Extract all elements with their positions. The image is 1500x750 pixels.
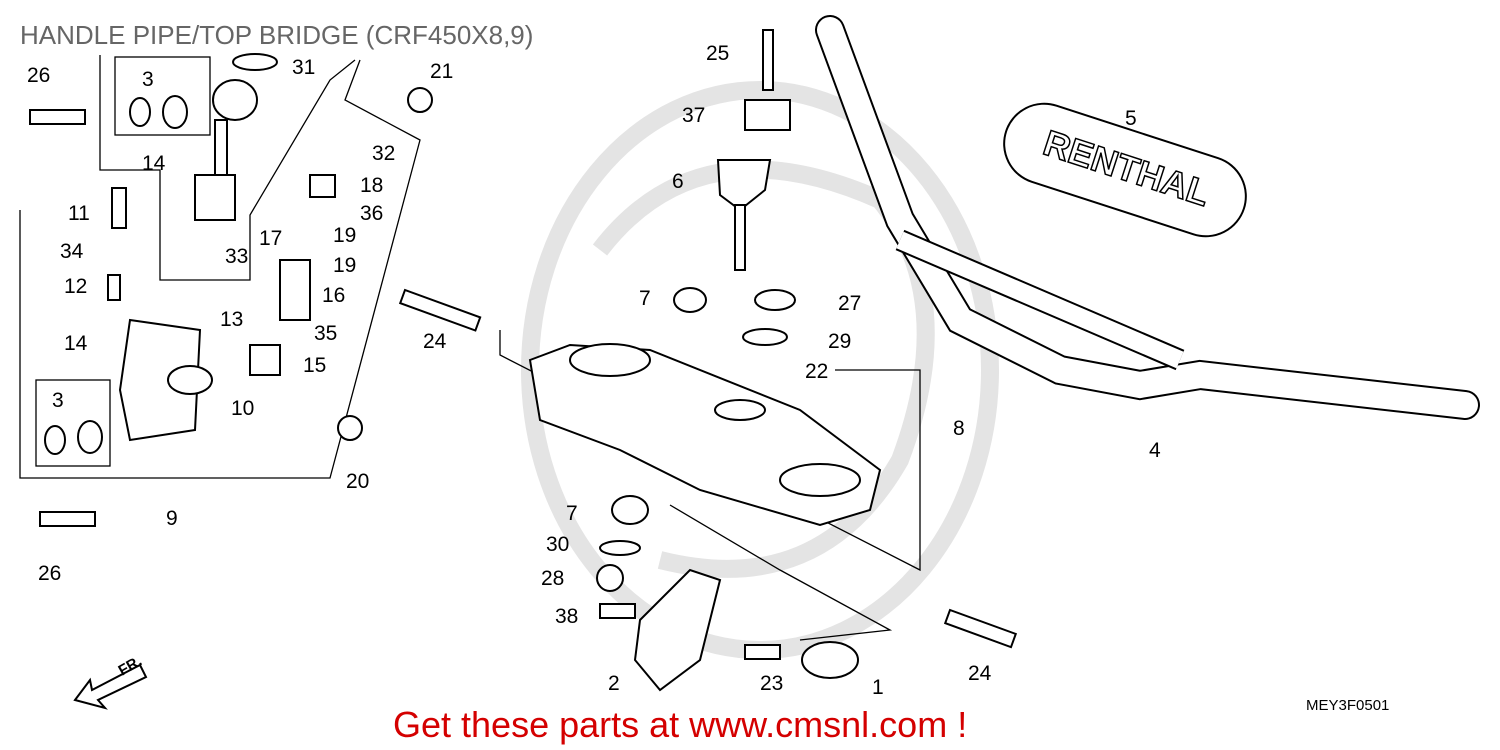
callout-24[interactable]: 24 — [968, 662, 992, 685]
callout-24[interactable]: 24 — [423, 330, 447, 353]
callout-21[interactable]: 21 — [430, 60, 453, 83]
left-side-parts[interactable] — [29, 53, 433, 527]
callout-19[interactable]: 19 — [333, 254, 356, 277]
callout-34[interactable]: 34 — [60, 240, 84, 263]
callout-3[interactable]: 3 — [142, 68, 154, 91]
group-boxes — [19, 55, 921, 641]
callout-9[interactable]: 9 — [166, 507, 178, 530]
callout-14[interactable]: 14 — [142, 152, 166, 175]
callout-19[interactable]: 19 — [333, 224, 356, 247]
callout-31[interactable]: 31 — [292, 56, 315, 79]
callout-17[interactable]: 17 — [259, 227, 282, 250]
callout-18[interactable]: 18 — [360, 174, 383, 197]
callout-35[interactable]: 35 — [314, 322, 337, 345]
callout-3[interactable]: 3 — [52, 389, 64, 412]
callout-26[interactable]: 26 — [38, 562, 61, 585]
callout-32[interactable]: 32 — [372, 142, 395, 165]
callout-28[interactable]: 28 — [541, 567, 564, 590]
handlebar-holder[interactable] — [716, 29, 791, 271]
callout-13[interactable]: 13 — [220, 308, 243, 331]
callout-5[interactable]: 5 — [1125, 107, 1137, 130]
callout-1[interactable]: 1 — [872, 676, 884, 699]
callout-30[interactable]: 30 — [546, 533, 569, 556]
diagram-code: MEY3F0501 — [1306, 697, 1390, 714]
callout-7[interactable]: 7 — [566, 502, 578, 525]
callout-15[interactable]: 15 — [303, 354, 326, 377]
callout-33[interactable]: 33 — [225, 245, 248, 268]
cmsnl-link[interactable]: Get these parts at www.cmsnl.com ! — [393, 704, 968, 745]
fr-arrow: FR. — [73, 653, 148, 710]
callout-11[interactable]: 11 — [68, 202, 90, 225]
callout-7[interactable]: 7 — [639, 287, 651, 310]
callout-20[interactable]: 20 — [346, 470, 369, 493]
callout-4[interactable]: 4 — [1149, 439, 1161, 462]
callout-27[interactable]: 27 — [838, 292, 861, 315]
handlebar[interactable] — [815, 15, 1480, 420]
callout-38[interactable]: 38 — [555, 605, 578, 628]
callout-26[interactable]: 26 — [27, 64, 50, 87]
lower-parts[interactable] — [398, 287, 1018, 692]
callout-12[interactable]: 12 — [64, 275, 87, 298]
callout-2[interactable]: 2 — [608, 672, 620, 695]
callout-29[interactable]: 29 — [828, 330, 851, 353]
callout-16[interactable]: 16 — [322, 284, 345, 307]
top-bridge[interactable] — [528, 343, 882, 527]
callout-8[interactable]: 8 — [953, 417, 965, 440]
callout-6[interactable]: 6 — [672, 170, 684, 193]
callout-36[interactable]: 36 — [360, 202, 383, 225]
callout-22[interactable]: 22 — [805, 360, 828, 383]
diagram-title: HANDLE PIPE/TOP BRIDGE (CRF450X8,9) — [20, 20, 534, 50]
callout-14[interactable]: 14 — [64, 332, 88, 355]
callout-37[interactable]: 37 — [682, 104, 705, 127]
callout-10[interactable]: 10 — [231, 397, 254, 420]
callout-23[interactable]: 23 — [760, 672, 783, 695]
callout-25[interactable]: 25 — [706, 42, 729, 65]
